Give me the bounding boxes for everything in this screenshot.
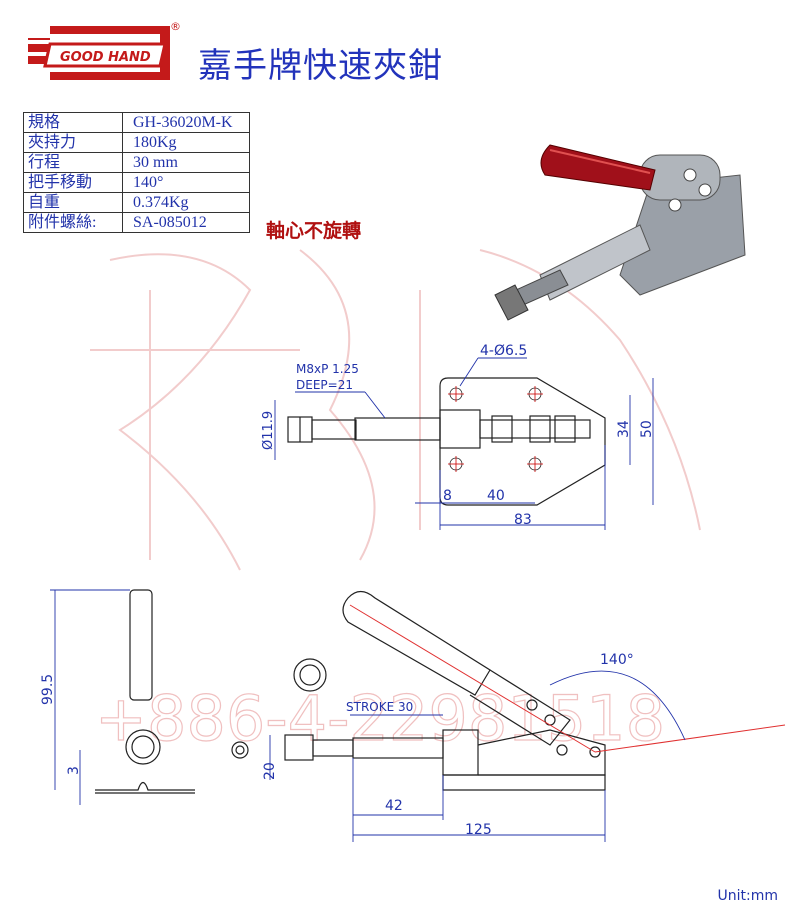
product-photo bbox=[494, 144, 746, 321]
dim-40: 40 bbox=[487, 488, 505, 504]
dim-20: 20 bbox=[262, 762, 278, 780]
top-view-drawing: 4-Ø6.5 M8xP 1.25 DEEP=21 Ø11.9 34 50 8 4… bbox=[261, 343, 655, 530]
stroke-callout: STROKE 30 bbox=[346, 700, 413, 714]
dim-base: 3 bbox=[66, 766, 82, 775]
dim-34: 34 bbox=[616, 420, 632, 438]
spec-value: 140° bbox=[122, 172, 250, 193]
table-row: 附件螺絲:SA-085012 bbox=[23, 212, 250, 233]
dim-8: 8 bbox=[443, 488, 452, 504]
registered-mark: ® bbox=[170, 20, 181, 33]
dim-125: 125 bbox=[465, 822, 492, 838]
hole-callout: 4-Ø6.5 bbox=[480, 343, 527, 359]
spec-label: 自重 bbox=[23, 192, 123, 213]
rod-diameter-dim: Ø11.9 bbox=[261, 411, 276, 450]
dim-height: 99.5 bbox=[40, 674, 56, 705]
depth-callout: DEEP=21 bbox=[296, 378, 353, 392]
thread-callout: M8xP 1.25 bbox=[296, 362, 359, 376]
handle-angle-dim: 140° bbox=[600, 652, 634, 668]
spec-value: GH-36020M-K bbox=[122, 112, 250, 133]
spec-label: 把手移動 bbox=[23, 172, 123, 193]
spec-value: SA-085012 bbox=[122, 212, 250, 233]
dim-42: 42 bbox=[385, 798, 403, 814]
non-rotating-note: 軸心不旋轉 bbox=[266, 220, 362, 242]
spec-value: 30 mm bbox=[122, 152, 250, 173]
unit-label: Unit:mm bbox=[717, 888, 779, 904]
spec-label: 夾持力 bbox=[23, 132, 123, 153]
good-hand-logo: GOOD HAND ® bbox=[26, 20, 181, 80]
spec-value: 180Kg bbox=[122, 132, 250, 153]
dim-50: 50 bbox=[639, 420, 655, 438]
page-title: 嘉手牌快速夾鉗 bbox=[198, 46, 443, 86]
dim-83: 83 bbox=[514, 512, 532, 528]
spec-label: 行程 bbox=[23, 152, 123, 173]
side-view-drawing: 99.5 3 20 STROKE 30 42 125 140° bbox=[40, 589, 786, 842]
watermark-phone: +886-4-22981518 bbox=[95, 682, 665, 755]
logo-text: GOOD HAND bbox=[60, 50, 151, 65]
spec-label: 附件螺絲: bbox=[23, 212, 123, 233]
spec-label: 規格 bbox=[23, 112, 123, 133]
watermark: +886-4-22981518 bbox=[90, 249, 701, 756]
spec-value: 0.374Kg bbox=[122, 192, 250, 213]
